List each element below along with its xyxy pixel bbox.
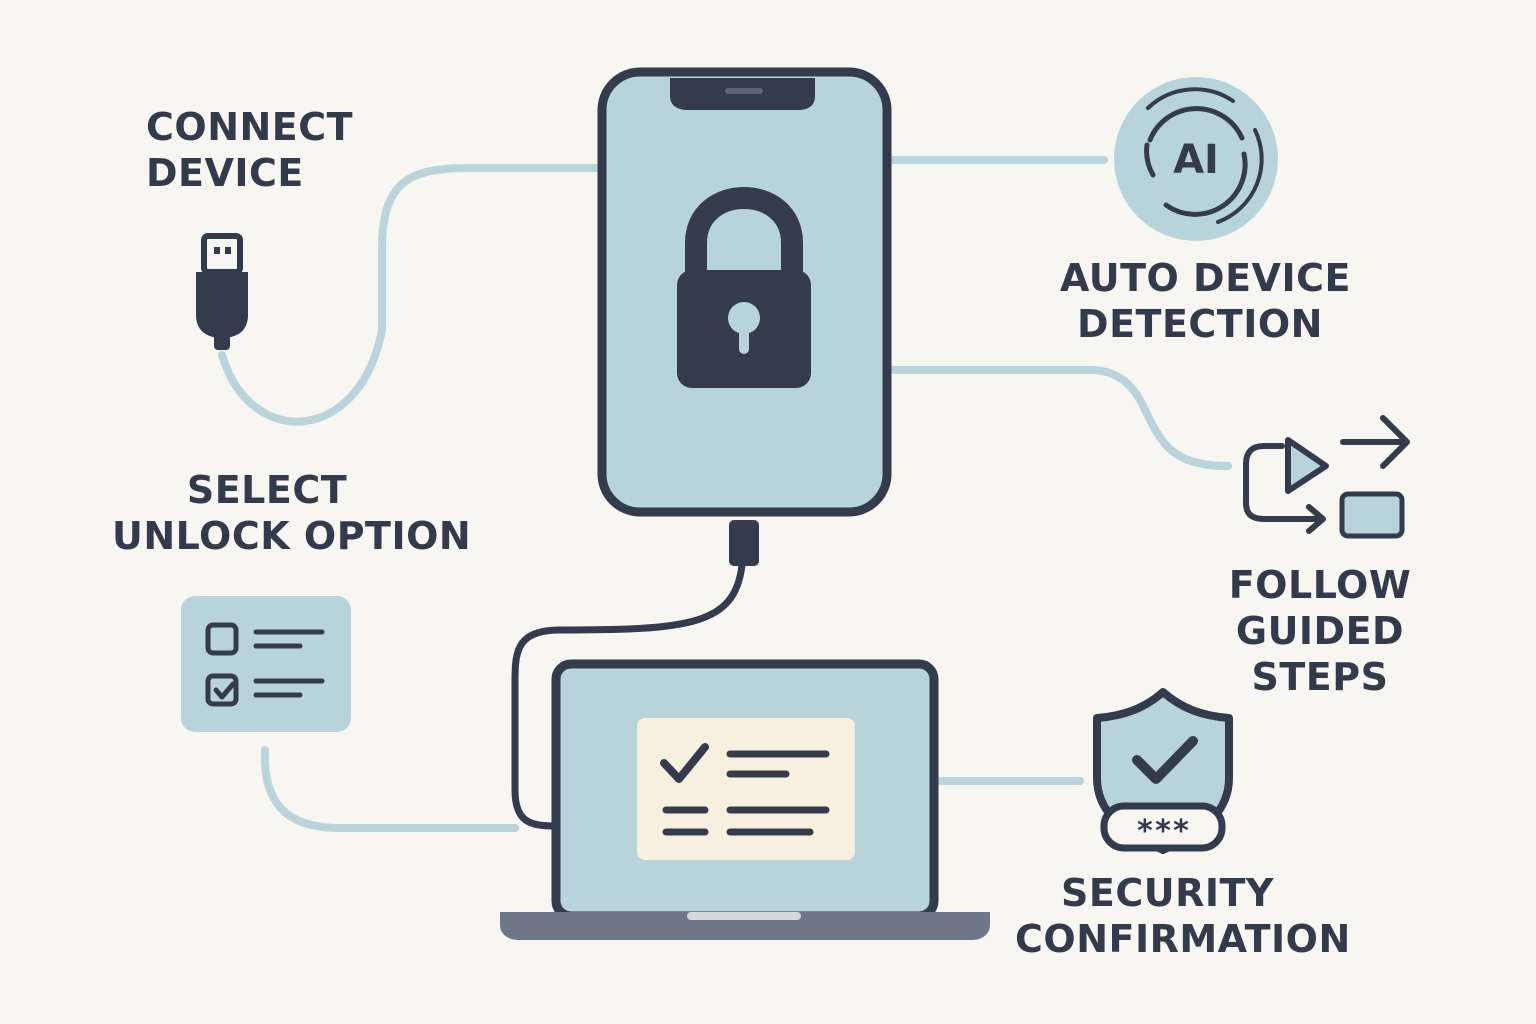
connect-device-label: CONNECT DEVICE: [146, 104, 353, 196]
follow-guided-steps-line-3: STEPS: [1251, 655, 1389, 699]
select-unlock-option-line-1: SELECT: [186, 468, 348, 512]
follow-guided-steps-line-1: FOLLOW: [1228, 563, 1412, 607]
phone-cable: [511, 561, 746, 830]
select-unlock-option-line-2: UNLOCK OPTION: [112, 514, 472, 558]
shield-check-icon: ***: [1093, 688, 1233, 854]
password-mask-text: ***: [1136, 814, 1190, 849]
guided-steps-icon: [1243, 415, 1410, 539]
auto-device-detection-line-1: AUTO DEVICE: [1060, 256, 1351, 300]
security-confirmation-line-1: SECURITY: [1061, 871, 1274, 915]
follow-guided-steps-label: FOLLOW GUIDED STEPS: [1220, 562, 1420, 700]
security-confirmation-line-2: CONFIRMATION: [1015, 917, 1351, 961]
security-confirmation-label: SECURITY CONFIRMATION: [1015, 870, 1351, 962]
auto-device-detection-line-2: DETECTION: [1077, 302, 1323, 346]
checklist-to-laptop-connector: [260, 746, 519, 832]
phone-cable-connector: [729, 520, 759, 566]
select-unlock-option-label: SELECT UNLOCK OPTION: [112, 467, 472, 559]
padlock-icon: [677, 187, 811, 388]
usb-to-phone-connector: [218, 164, 604, 426]
connect-device-line-2: DEVICE: [146, 151, 304, 195]
usb-plug-icon: [196, 233, 248, 350]
auto-device-detection-label: AUTO DEVICE DETECTION: [1060, 255, 1351, 347]
checklist-icon: [181, 596, 351, 732]
connect-device-line-1: CONNECT: [146, 105, 354, 149]
ai-circle-icon: AI: [1114, 77, 1278, 241]
laptop-icon: [500, 659, 990, 940]
connectors: [218, 156, 1232, 832]
laptop-confirmation-panel: [637, 718, 855, 860]
ai-badge-text: AI: [1173, 137, 1219, 183]
follow-guided-steps-line-2: GUIDED: [1235, 609, 1405, 653]
phone-to-steps-connector: [884, 366, 1232, 470]
